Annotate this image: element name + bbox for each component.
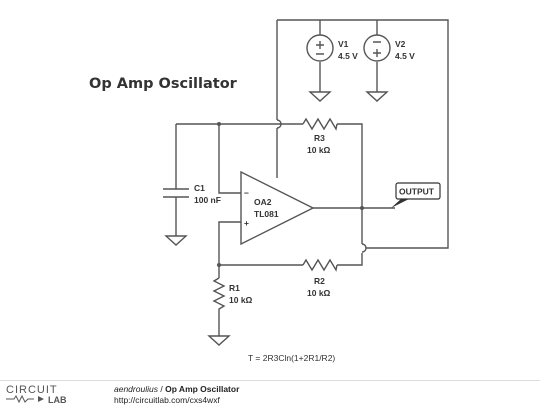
voltage-source-v1: V1 4.5 V — [306, 34, 358, 62]
r1-name: R1 — [229, 283, 240, 293]
v1-value: 4.5 V — [338, 51, 358, 61]
v2-name: V2 — [395, 39, 406, 49]
voltage-source-v2: V2 4.5 V — [363, 34, 415, 62]
r3-name: R3 — [314, 133, 325, 143]
c1-name: C1 — [194, 183, 205, 193]
logo-text-top: CIRCUIT — [6, 384, 58, 396]
capacitor-c1: C1 100 nF — [163, 183, 221, 205]
r1-value: 10 kΩ — [229, 295, 253, 305]
v1-name: V1 — [338, 39, 349, 49]
oa2-plus-sign: + — [244, 218, 249, 228]
footer-page-title: Op Amp Oscillator — [165, 384, 240, 394]
logo-text-bottom: LAB — [48, 395, 67, 405]
r2-value: 10 kΩ — [307, 288, 331, 298]
wires — [175, 19, 449, 336]
op-amp-oa2: − + OA2 TL081 — [240, 170, 315, 246]
circuitlab-logo[interactable]: CIRCUIT LAB — [4, 383, 94, 405]
resistor-r3: R3 10 kΩ — [302, 117, 338, 155]
period-formula: T = 2R3Cln(1+2R1/R2) — [248, 353, 335, 363]
r2-name: R2 — [314, 276, 325, 286]
footer-separator: / — [160, 384, 163, 394]
diagram-title: Op Amp Oscillator — [89, 76, 238, 92]
oa2-name: OA2 — [254, 197, 272, 207]
resistor-r1: R1 10 kΩ — [212, 277, 253, 312]
output-label: OUTPUT — [391, 182, 441, 208]
footer-bar: CIRCUIT LAB aendroulius / Op Amp Oscilla… — [0, 380, 540, 406]
resistor-r2: R2 10 kΩ — [302, 258, 338, 298]
oa2-minus-sign: − — [244, 188, 249, 198]
junction-dots — [217, 122, 364, 267]
footer-info: aendroulius / Op Amp Oscillator http://c… — [114, 384, 239, 406]
ground-symbols — [164, 91, 389, 346]
v2-value: 4.5 V — [395, 51, 415, 61]
output-text: OUTPUT — [399, 187, 435, 197]
author-link[interactable]: aendroulius — [114, 384, 158, 394]
oa2-value: TL081 — [254, 209, 279, 219]
footer-url[interactable]: http://circuitlab.com/cxs4wxf — [114, 395, 220, 405]
circuit-schematic: Op Amp Oscillator — [89, 19, 449, 363]
c1-value: 100 nF — [194, 195, 221, 205]
r3-value: 10 kΩ — [307, 145, 331, 155]
